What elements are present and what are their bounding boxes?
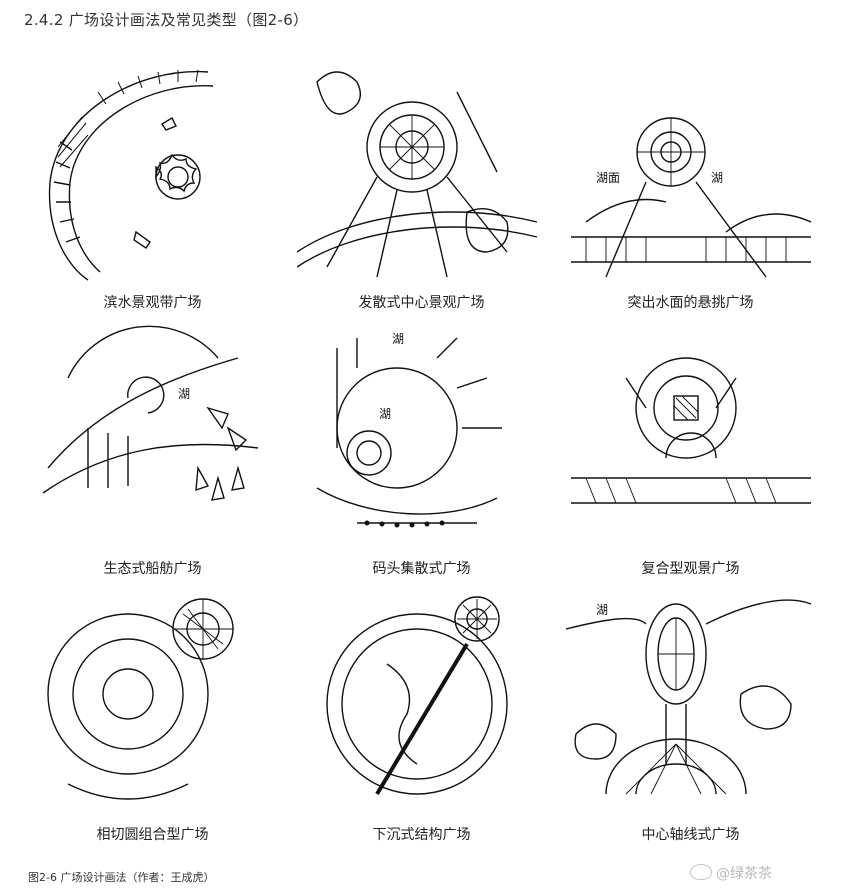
plaza-sketch-ecological-boat: 湖 生态式船舫广场: [18, 314, 287, 580]
watermark: @绿茶茶: [690, 863, 772, 883]
sketch-label: 湖: [711, 170, 723, 185]
radiating-plan-drawing: [297, 71, 538, 278]
figure-caption: 图2-6 广场设计画法（作者：王成虎）: [28, 871, 215, 884]
plaza-sketch-central-axis: 湖 中心轴线式广场: [556, 580, 825, 846]
plaza-caption: 生态式船舫广场: [103, 561, 202, 577]
plaza-caption: 滨水景观带广场: [103, 295, 202, 311]
waterfront-plan-drawing: [48, 69, 214, 281]
pier-plan-drawing: 湖 湖: [316, 331, 502, 528]
sketch-label: 湖: [379, 406, 391, 421]
plaza-sketch-waterfront: 滨水景观带广场: [18, 48, 287, 314]
plaza-sketch-sunken: 下沉式结构广场: [287, 580, 556, 846]
sketch-label: 湖: [178, 386, 190, 401]
section-title: 2.4.2 广场设计画法及常见类型（图2-6）: [24, 11, 309, 29]
tangent-circles-plan-drawing: [47, 598, 234, 800]
plaza-caption: 相切圆组合型广场: [96, 827, 209, 843]
ecological-boat-plan-drawing: 湖: [42, 325, 259, 501]
sketch-label: 湖: [392, 331, 404, 346]
plaza-sketch-composite: 复合型观景广场: [556, 314, 825, 580]
central-axis-plan-drawing: 湖: [566, 599, 812, 795]
plaza-caption: 突出水面的悬挑广场: [627, 295, 754, 311]
plaza-sketch-tangent-circles: 相切圆组合型广场: [18, 580, 287, 846]
cantilever-plan-drawing: 湖面 湖: [571, 117, 812, 278]
plaza-sketch-radiating-center: 发散式中心景观广场: [287, 48, 556, 314]
plaza-caption: 下沉式结构广场: [372, 827, 471, 843]
plaza-caption: 中心轴线式广场: [641, 827, 740, 843]
sketch-label: 湖: [596, 602, 608, 617]
plaza-sketch-pier: 湖 湖 码头集散式广场: [287, 314, 556, 580]
watermark-text: @绿茶茶: [716, 866, 772, 882]
plaza-sketch-cantilever: 湖面 湖 突出水面的悬挑广场: [556, 48, 825, 314]
plaza-caption: 发散式中心景观广场: [358, 295, 485, 311]
sketch-label: 湖面: [596, 170, 620, 185]
plaza-caption: 复合型观景广场: [641, 561, 740, 577]
sunken-plan-drawing: [326, 596, 508, 796]
composite-plan-drawing: [571, 357, 811, 504]
weibo-icon: [690, 864, 712, 880]
plaza-caption: 码头集散式广场: [372, 561, 471, 577]
plaza-sketch-grid: 滨水景观带广场 发散式中心景观广场: [18, 48, 826, 848]
